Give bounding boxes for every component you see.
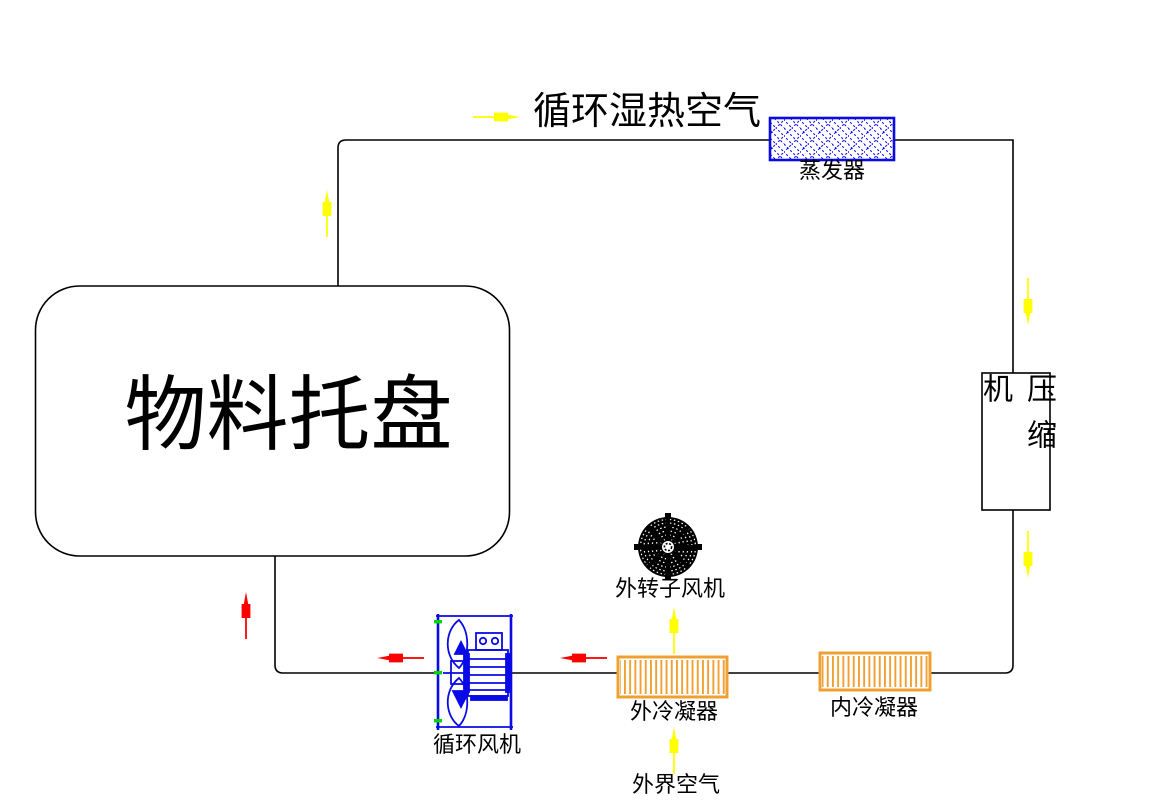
compressor-box-outline	[981, 372, 1051, 511]
duct-tray-top-to-evaporator	[337, 139, 770, 287]
circulating-fan-label: 循环风机	[432, 732, 522, 757]
duct-fan-to-tray-bottom	[274, 555, 438, 674]
arrow-up-fan-to-condenser	[669, 607, 679, 654]
internal-condenser-box	[818, 651, 932, 692]
outside-air-label: 外界空气	[631, 772, 721, 797]
arrow-down-below-compressor	[1023, 531, 1033, 578]
outer-rotor-fan-label: 外转子风机	[614, 576, 726, 601]
external-condenser-label: 外冷凝器	[629, 699, 719, 724]
arrow-up-outside-air	[669, 727, 679, 774]
compressor-box: 压缩机	[978, 373, 1055, 510]
evaporator-box	[768, 116, 896, 162]
compressor-label: 压缩机	[978, 373, 1055, 465]
arrow-up-tray-return	[241, 592, 251, 639]
evaporator-label: 蒸发器	[798, 158, 866, 183]
material-tray-label: 物料托盘	[124, 369, 453, 461]
material-tray-box	[34, 285, 511, 557]
arrow-left-corner-to-fan	[377, 653, 424, 663]
duct-compressor-to-internal-condenser	[930, 510, 1014, 674]
material-tray: 物料托盘	[35, 286, 510, 556]
circulating-fan-drawing	[434, 614, 513, 730]
dry-air-arrows	[241, 592, 607, 663]
duct-lines	[274, 139, 1014, 674]
green-tick-marks	[434, 620, 442, 723]
arrow-down-above-compressor	[1023, 278, 1033, 325]
arrow-left-condenser-to-fan	[560, 653, 607, 663]
arrow-right-top-flow	[473, 112, 520, 122]
outer-rotor-fan-icon	[634, 513, 702, 579]
top-flow-label: 循环湿热空气	[533, 91, 762, 133]
internal-condenser-label: 内冷凝器	[829, 695, 919, 720]
duct-evaporator-to-compressor	[894, 139, 1014, 373]
arrow-up-left-duct	[322, 190, 332, 237]
external-condenser-box	[616, 655, 729, 699]
